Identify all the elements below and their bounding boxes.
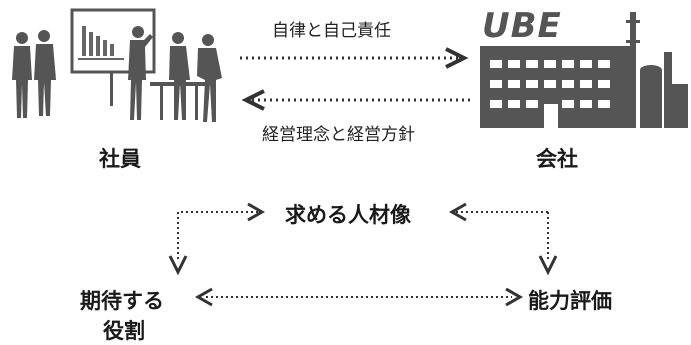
company-label: 会社 [536,147,578,171]
employees-label: 社員 [99,147,141,171]
center-node-label: 求める人材像 [285,203,411,227]
company-logo: UBE [482,6,562,46]
top-arrow-label: 自律と自己責任 [272,21,391,41]
left-node-line1: 期待する [80,289,164,313]
arrow-left-right [194,287,524,307]
arrow-employees-to-company [240,47,469,69]
office-workers-icon [12,8,222,122]
right-node-label: 能力評価 [528,289,612,313]
factory-building-icon [480,12,688,128]
left-node-line2: 役割 [103,319,145,343]
bottom-arrow-label: 経営理念と経営方針 [262,125,415,145]
arrow-center-to-right [448,202,558,276]
arrow-center-to-left [168,202,266,276]
arrow-company-to-employees [241,89,470,111]
